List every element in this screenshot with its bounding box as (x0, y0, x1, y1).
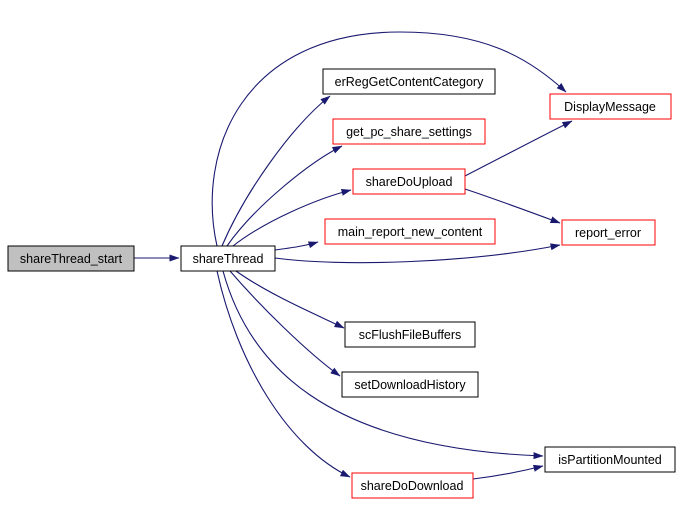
node-get-pc-share-settings[interactable]: get_pc_share_settings (332, 118, 486, 145)
node-box (341, 371, 479, 398)
node-shareThread-start[interactable]: shareThread_start (7, 245, 135, 272)
node-label: erRegGetContentCategory (335, 75, 484, 89)
node-label: shareThread (193, 252, 264, 266)
edge-shareDoUpload-to-DisplayMessage (464, 120, 573, 177)
node-label: isPartitionMounted (558, 453, 662, 467)
node-box (549, 93, 672, 120)
node-shareDoUpload[interactable]: shareDoUpload (352, 168, 466, 195)
node-setDownloadHistory[interactable]: setDownloadHistory (341, 371, 479, 398)
node-box (180, 245, 276, 272)
node-erRegGetContentCategory[interactable]: erRegGetContentCategory (322, 68, 496, 95)
node-label: shareDoDownload (361, 479, 464, 493)
node-label: DisplayMessage (564, 100, 656, 114)
node-report-error[interactable]: report_error (561, 219, 656, 246)
edge-shareThread-to-erRegGetContentCategory (221, 95, 331, 247)
node-label: shareDoUpload (366, 175, 453, 189)
node-DisplayMessage[interactable]: DisplayMessage (549, 93, 672, 120)
edges (134, 31, 573, 480)
edge-shareThread-to-main_report_new_content (274, 241, 319, 251)
node-shareDoDownload[interactable]: shareDoDownload (351, 472, 474, 499)
node-label: scFlushFileBuffers (359, 328, 462, 342)
node-shareThread[interactable]: shareThread (180, 245, 276, 272)
node-box (344, 321, 476, 348)
node-box (324, 218, 496, 245)
edge-shareDoUpload-to-report_error (464, 188, 561, 224)
node-label: main_report_new_content (338, 225, 483, 239)
node-label: shareThread_start (20, 252, 123, 266)
edge-shareThread-to-scFlushFileBuffers (235, 270, 345, 329)
node-label: report_error (575, 226, 641, 240)
edge-shareThread-to-setDownloadHistory (229, 270, 341, 377)
node-box (332, 118, 486, 145)
edge-shareThread-to-shareDoDownload (216, 270, 351, 478)
edge-shareDoDownload-to-isPartitionMounted (472, 464, 544, 480)
node-box (561, 219, 656, 246)
edge-shareThread-to-get_pc_share_settings (226, 145, 343, 247)
node-box (7, 245, 135, 272)
edge-shareThread-to-isPartitionMounted (222, 270, 544, 460)
node-box (351, 472, 474, 499)
node-box (352, 168, 466, 195)
edge-shareThread-to-report_error (274, 243, 561, 264)
node-main-report-new-content[interactable]: main_report_new_content (324, 218, 496, 245)
edge-shareThread-to-shareDoUpload (232, 188, 352, 247)
edge-shareThread-to-DisplayMessage (211, 31, 567, 247)
node-box (322, 68, 496, 95)
node-box (544, 446, 676, 473)
node-isPartitionMounted[interactable]: isPartitionMounted (544, 446, 676, 473)
node-label: get_pc_share_settings (346, 125, 472, 139)
node-label: setDownloadHistory (354, 378, 466, 392)
node-scFlushFileBuffers[interactable]: scFlushFileBuffers (344, 321, 476, 348)
